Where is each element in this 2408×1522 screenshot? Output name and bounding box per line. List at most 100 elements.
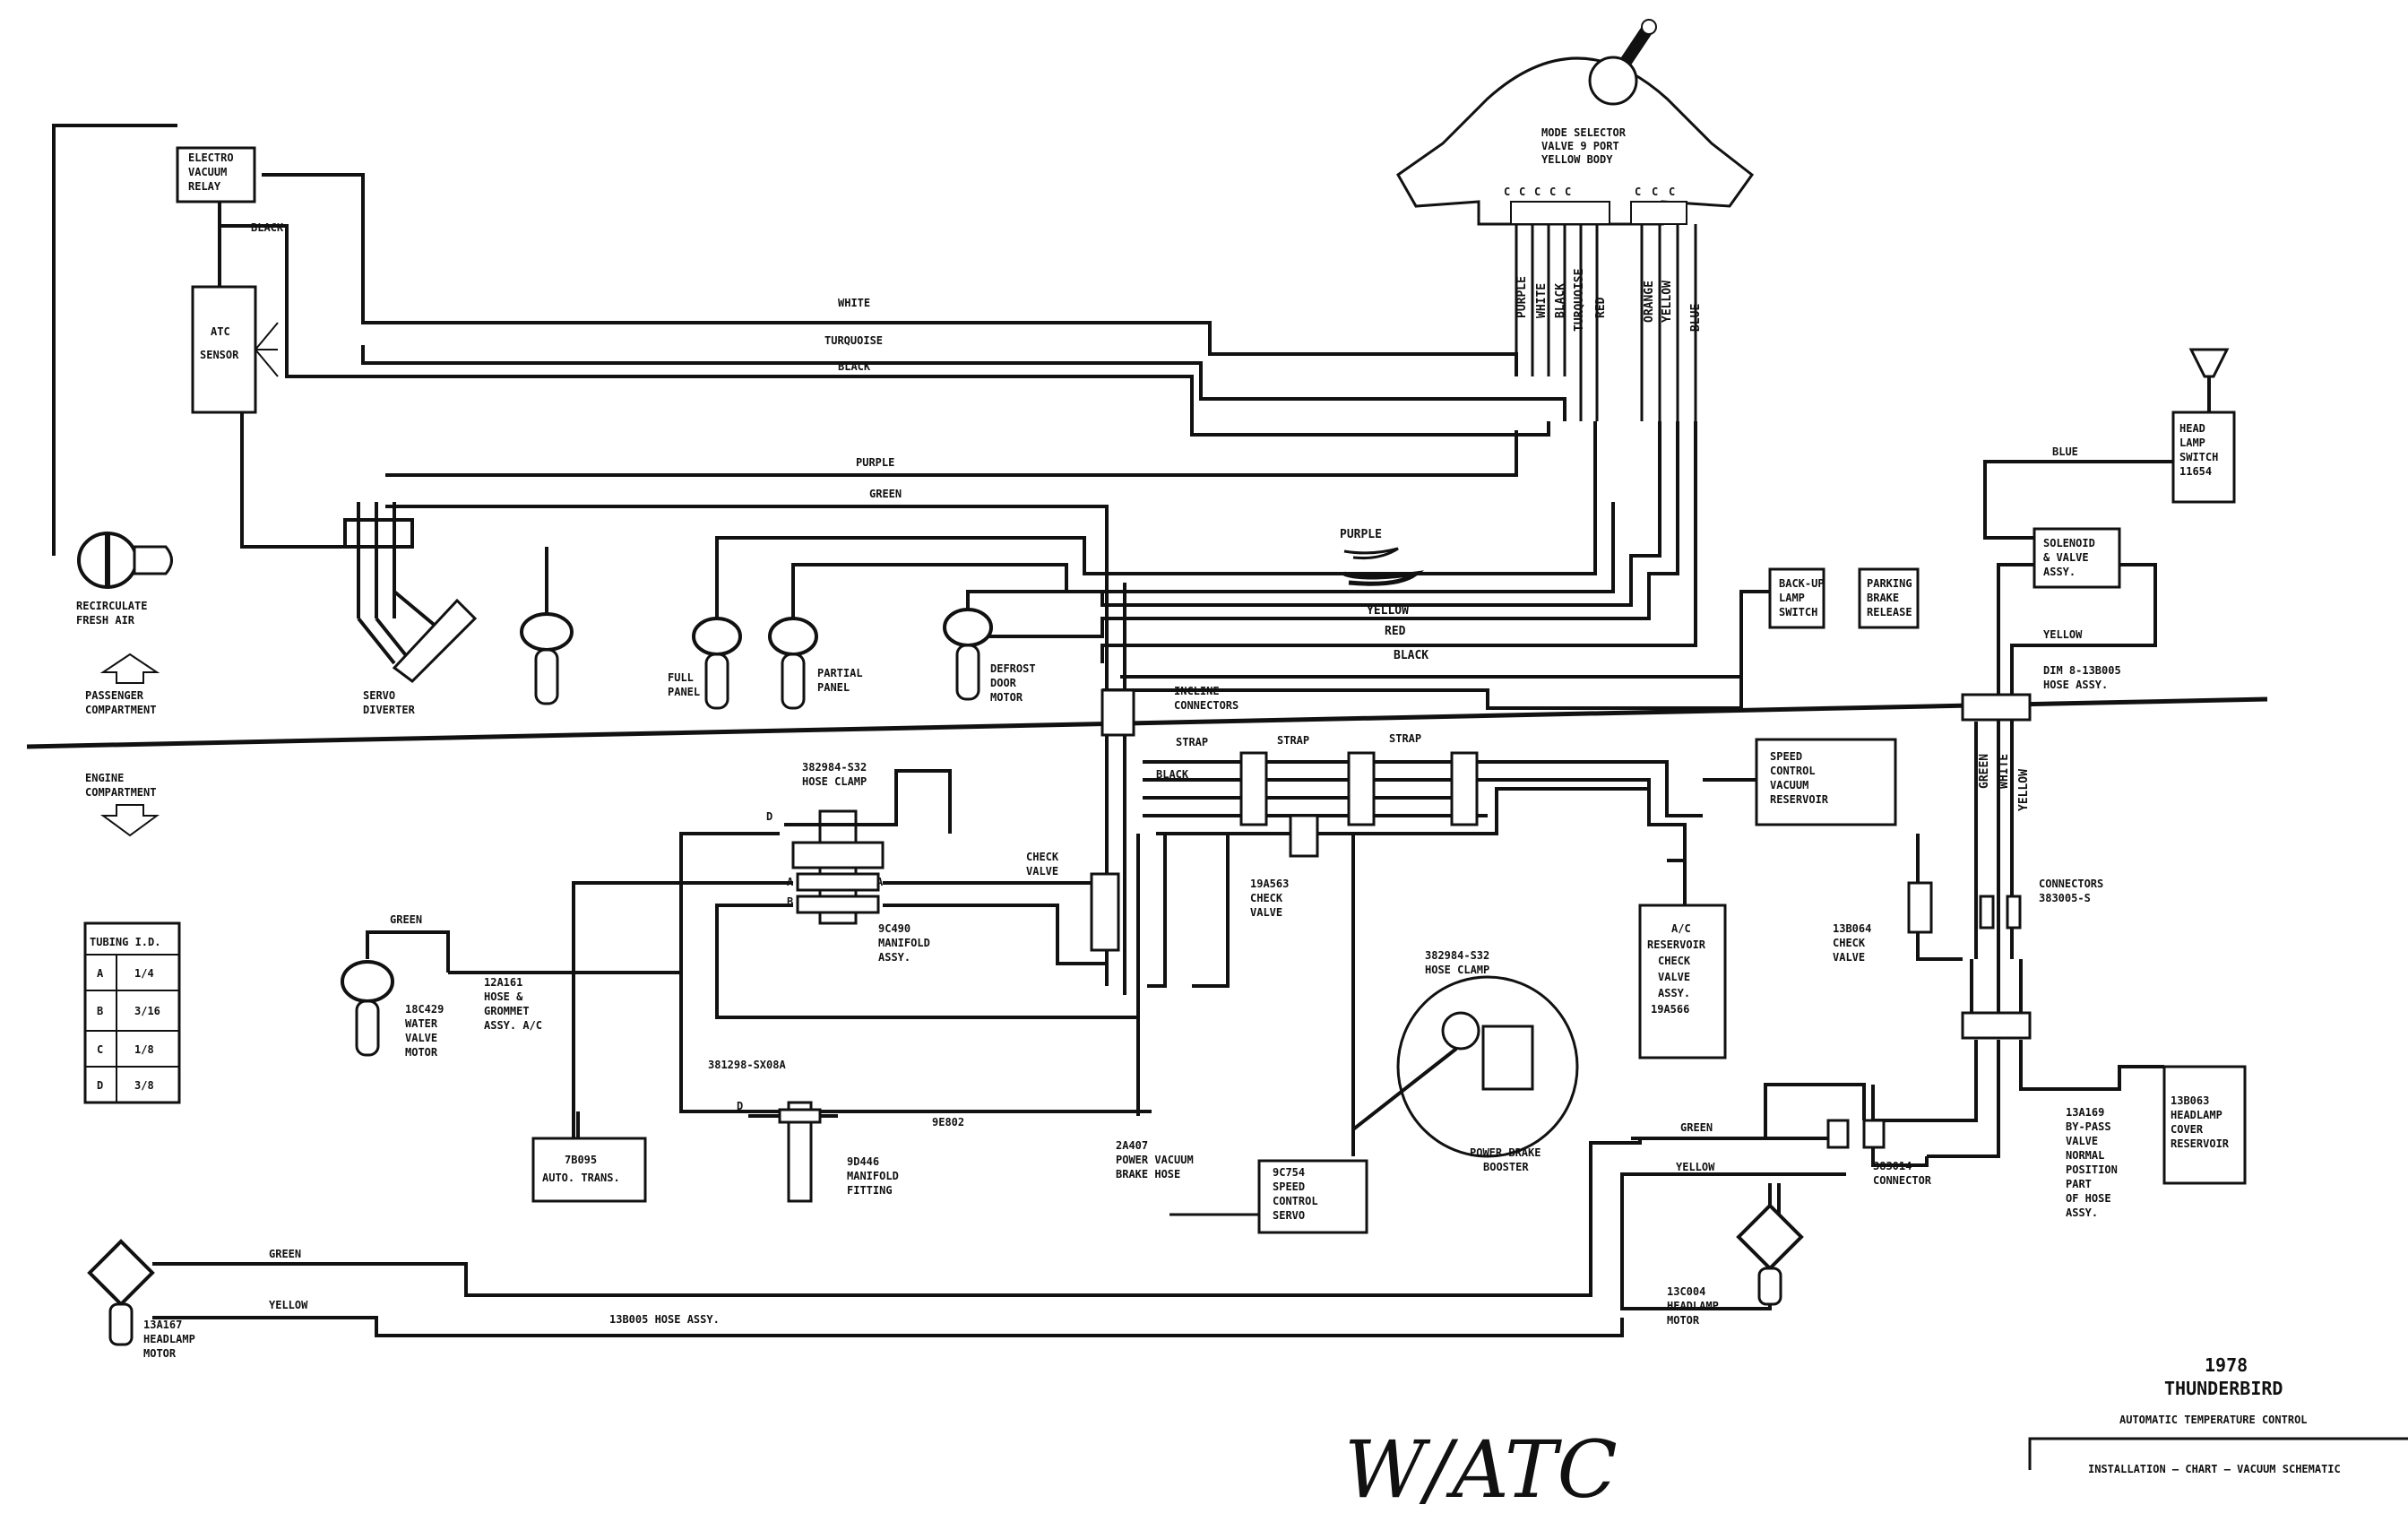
port-color-label: RED [1594,297,1608,318]
hose-label-yellow-bottom-left: YELLOW [269,1299,308,1311]
manifold-fitting [748,1101,838,1203]
diagram-label: BY-PASS [2066,1120,2111,1133]
mode-selector-valve: MODE SELECTOR VALVE 9 PORT YELLOW BODY C… [1396,19,1755,226]
hose-label-black-bundle: BLACK [1394,649,1428,662]
diagram-label: SOLENOID [2043,537,2095,549]
port-color-label: BLACK [1554,283,1567,318]
diagram-label: MOTOR [405,1046,438,1059]
diagram-label: ATC [211,325,230,338]
diagram-label: RESERVOIR [1770,793,1829,806]
hose-label-green: GREEN [869,488,902,500]
mode-selector-label-3: YELLOW BODY [1541,153,1613,166]
diagram-label: CONNECTORS [2039,878,2103,890]
hose-label-yellow-bottom: YELLOW [1676,1161,1715,1173]
tubing-id-table: TUBING I.D. A 1/4 B 3/16 C 1/8 D 3/8 [83,921,181,1104]
hose-label-purple: PURPLE [856,456,894,469]
diagram-label: 2A407 [1116,1139,1148,1152]
port-mark: C [1519,186,1525,198]
diagram-label: OF HOSE [2066,1192,2111,1205]
diagram-label: PANEL [817,681,850,694]
diagram-label: STRAP [1277,734,1309,747]
hose-label-yellow-right: YELLOW [2043,628,2083,641]
title-chart: INSTALLATION – CHART – VACUUM SCHEMATIC [2088,1463,2341,1475]
diagram-label: 13C004 [1667,1285,1705,1298]
title-subtitle: AUTOMATIC TEMPERATURE CONTROL [2119,1414,2308,1426]
diagram-label: BRAKE [1867,592,1899,604]
diagram-label: DEFROST [990,662,1036,675]
hose-label-yellow-vert: YELLOW [2017,769,2031,811]
diagram-label: A [876,876,884,888]
diagram-label: 12A161 [484,976,522,989]
diagram-label: ASSY. [2066,1206,2098,1219]
diagram-label: RESERVOIR [1647,938,1706,951]
diagram-label: POWER BRAKE [1470,1146,1541,1159]
diagram-label: A/C [1671,922,1691,935]
diagram-label: ASSY. [878,951,911,964]
partial-panel-motor [768,617,818,710]
diagram-label: A [97,967,104,980]
diagram-label: POWER VACUUM [1116,1154,1194,1166]
speed-control-servo: 9C754 SPEED CONTROL SERVO [1169,834,1368,1234]
diagram-label: TUBING I.D. [90,936,160,948]
diagram-label: 13A169 [2066,1106,2104,1119]
diagram-label: 383005-S [2039,892,2091,904]
diagram-label: 19A563 [1250,878,1289,890]
hose-label-green-water: GREEN [390,913,422,926]
title-year: 1978 [2205,1354,2248,1376]
diagram-label: FITTING [847,1184,893,1197]
diagram-label: BOOSTER [1483,1161,1529,1173]
diagram-label: 383014 [1873,1160,1912,1172]
diagram-label: PASSENGER [85,689,144,702]
diagram-label: CHECK [1658,955,1691,967]
diagram-label: ELECTRO [188,151,234,164]
diagram-label: VALVE [1833,951,1865,964]
hose-label-green-bottom: GREEN [1680,1121,1713,1134]
electro-vacuum-relay: ELECTRO VACUUM RELAY [176,146,256,203]
diagram-label: 13B005 HOSE ASSY. [609,1313,720,1326]
check-valve-13b064 [1907,834,1963,961]
head-lamp-switch: HEAD LAMP SWITCH 11654 [2171,348,2236,504]
diagram-label: PART [2066,1178,2092,1190]
port-mark: C [1652,186,1658,198]
diagram-label: POSITION [2066,1163,2118,1176]
diagram-label: STRAP [1176,736,1208,748]
port-color-label: BLUE [1689,304,1703,332]
diagram-label: COMPARTMENT [85,704,156,716]
hose-label-yellow-bundle: YELLOW [1367,604,1409,618]
hose-label-white-vert: WHITE [1998,754,2011,789]
diagram-label: SENSOR [200,349,239,361]
diagram-label: & VALVE [2043,551,2089,564]
diagram-label: VACUUM [188,166,227,178]
diagram-label: HOSE & [484,990,523,1003]
diagram-label: SPEED [1770,750,1802,763]
selector-hoses [1515,224,1697,421]
diagram-label: ASSY. [2043,566,2076,578]
diagram-label: 9E802 [932,1116,964,1129]
diagram-label: D [97,1079,103,1092]
defrost-door-motor [943,608,993,701]
vacuum-motor-center [520,547,574,705]
diagram-label: DIVERTER [363,704,416,716]
diagram-label: SERVO [1273,1209,1305,1222]
solenoid-valve: SOLENOID & VALVE ASSY. [2033,527,2121,589]
diagram-label: NORMAL [2066,1149,2104,1162]
port-mark: C [1635,186,1641,198]
headlamp-motor-13c004 [1736,1183,1804,1306]
port-mark: C [1565,186,1571,198]
diagram-label: C [97,1043,103,1056]
port-color-label: ORANGE [1643,281,1656,323]
hose-label-blue: BLUE [2052,445,2078,458]
mode-selector-label-2: VALVE 9 PORT [1541,140,1619,152]
diagram-label: SPEED [1273,1180,1305,1193]
title-model: THUNDERBIRD [2164,1378,2283,1399]
diagram-label: 1/4 [134,967,154,980]
manifold-hoses [448,769,1152,1152]
diagram-label: CHECK [1026,851,1059,863]
port-mark: C [1549,186,1556,198]
hose-label-black-engine: BLACK [1156,768,1189,781]
diagram-label: ASSY. A/C [484,1019,542,1032]
diagram-label: B [787,895,793,908]
diagram-label: VALVE [2066,1135,2098,1147]
diagram-label: VALVE [1658,971,1690,983]
